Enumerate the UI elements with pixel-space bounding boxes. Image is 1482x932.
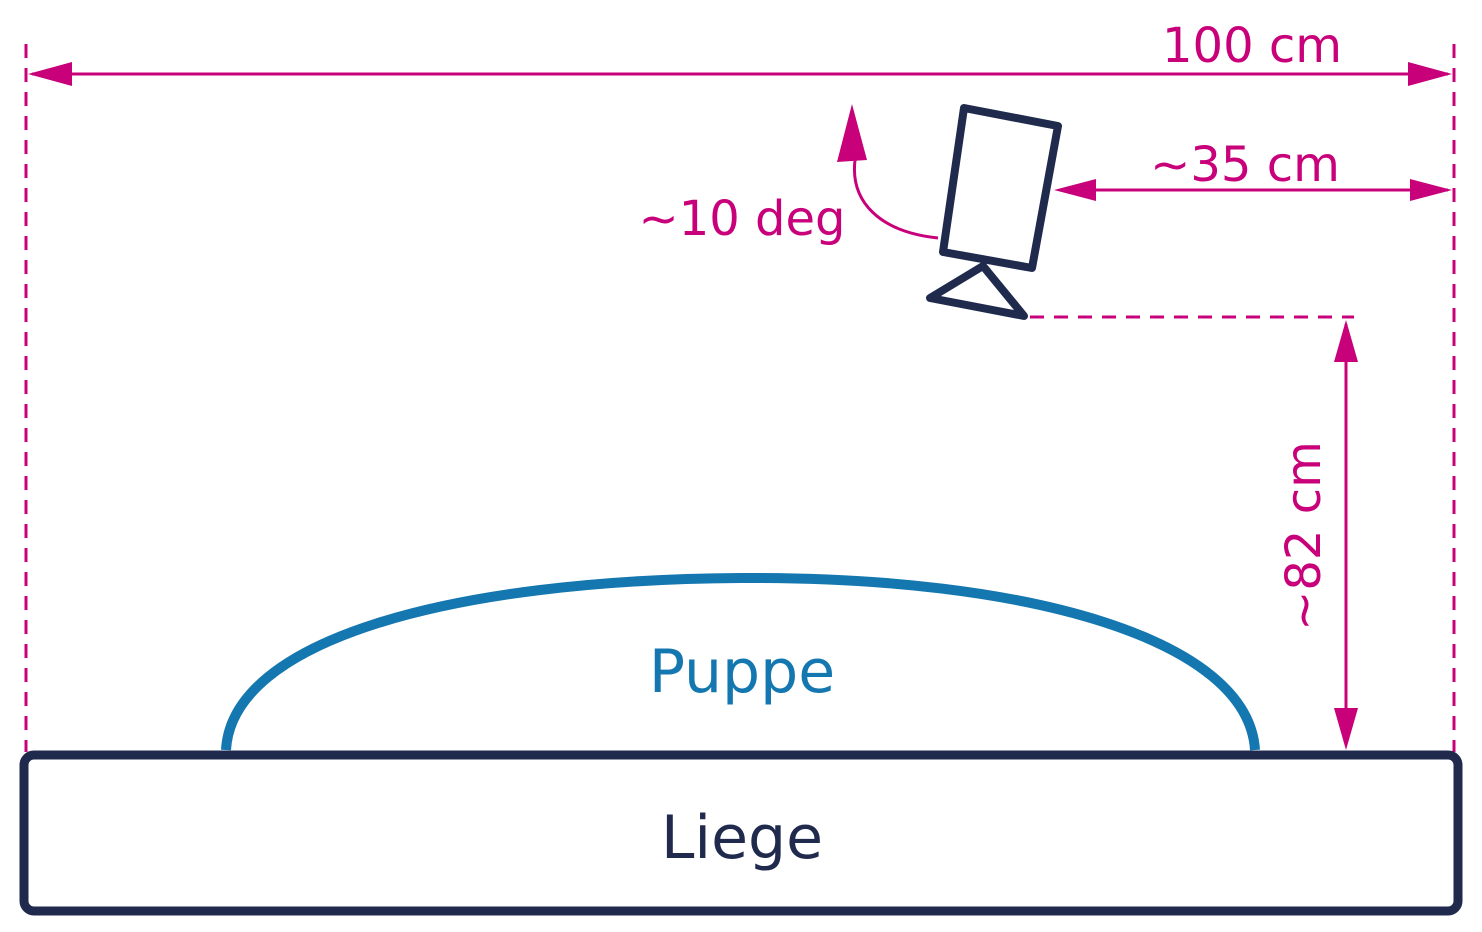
camera-offset-dimension: ~35 cm: [1054, 137, 1452, 201]
camera-height-dimension: ~82 cm: [1030, 315, 1358, 750]
doll-outline: [221, 572, 1260, 751]
camera-tilt-indicator: ~10 deg: [638, 104, 939, 247]
camera-height-label: ~82 cm: [1276, 441, 1332, 631]
camera-icon: [926, 104, 1062, 320]
camera-offset-label: ~35 cm: [1150, 137, 1340, 193]
table-label: Liege: [661, 803, 823, 873]
doll-label: Puppe: [649, 637, 835, 707]
table-outline: [19, 750, 1463, 916]
total-width-label: 100 cm: [1162, 18, 1342, 74]
camera-tilt-label: ~10 deg: [638, 191, 845, 247]
total-width-dimension: 100 cm: [28, 18, 1452, 86]
